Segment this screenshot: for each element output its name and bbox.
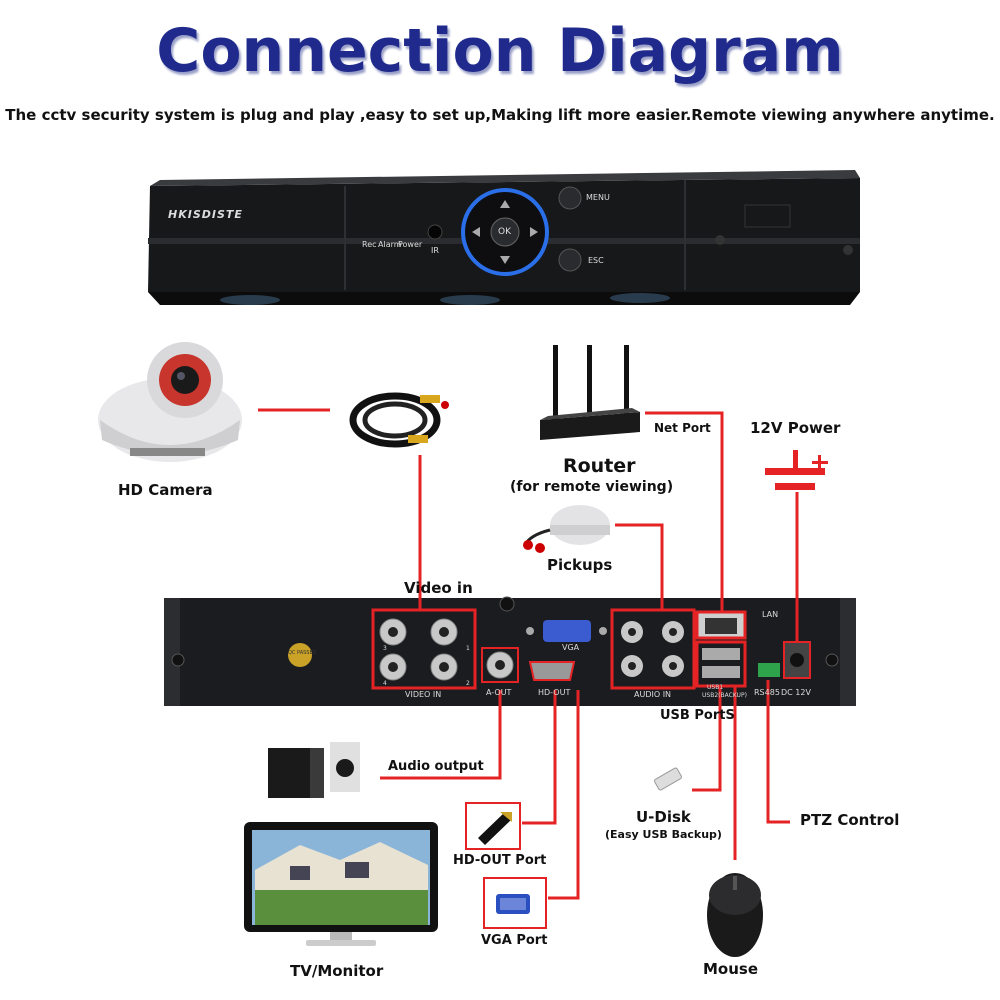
u-disk-label: U-Disk (636, 808, 691, 826)
usb-disk-image (653, 767, 683, 791)
dvr-back-panel (164, 596, 856, 706)
power-symbol (765, 450, 828, 490)
connection-wires (258, 408, 799, 900)
page-subtitle: The cctv security system is plug and pla… (5, 106, 995, 124)
usb2-port-label: USB2(BACKUP) (702, 692, 747, 699)
hd-camera-image (98, 342, 242, 462)
router-image (540, 345, 640, 440)
video-in-port-label: VIDEO IN (405, 690, 442, 699)
page-title: Connection Diagram (156, 16, 844, 86)
a-out-port-label: A-OUT (486, 688, 512, 697)
ir-label: IR (431, 246, 439, 255)
menu-label: MENU (586, 193, 610, 202)
indicator-alarm: Alarm (378, 240, 402, 249)
router-sub-label: (for remote viewing) (510, 479, 674, 495)
audio-in-port-label: AUDIO IN (634, 690, 672, 699)
indicator-power: Power (398, 240, 423, 249)
tv-monitor-image (244, 822, 438, 946)
audio-output-label: Audio output (388, 759, 484, 774)
pickups-image (523, 505, 610, 553)
router-label: Router (563, 455, 636, 477)
hd-out-port-caption: HD-OUT Port (453, 853, 547, 868)
net-port-label: Net Port (654, 421, 711, 435)
video-in-label: Video in (404, 579, 473, 597)
video-port-number: 4 (383, 680, 387, 687)
hd-camera-label: HD Camera (118, 481, 213, 499)
mouse-image (707, 873, 763, 957)
vga-port-label: VGA (562, 643, 580, 652)
pickups-label: Pickups (547, 556, 613, 574)
rs485-port-label: RS485 (754, 688, 780, 697)
dvr-brand-label: HKISDISTE (168, 208, 243, 221)
indicator-rec: Rec (362, 240, 377, 249)
lan-port-label: LAN (762, 610, 779, 619)
cable-coil-image (349, 392, 449, 448)
speakers-image (268, 742, 360, 798)
video-port-number: 2 (466, 680, 470, 687)
dc12v-port-label: DC 12V (781, 688, 811, 697)
vga-cable-image (483, 877, 547, 929)
mouse-label: Mouse (703, 960, 759, 978)
qc-sticker-label: QC PASSED (288, 650, 317, 656)
power-12v-label: 12V Power (750, 419, 841, 437)
vga-port-caption: VGA Port (481, 933, 548, 948)
u-disk-sub-label: (Easy USB Backup) (605, 828, 722, 841)
tv-monitor-label: TV/Monitor (290, 962, 384, 980)
usb1-port-label: USB1 (707, 684, 724, 691)
usb-ports-label: USB PortS (660, 708, 735, 723)
dvr-front-panel (148, 170, 860, 305)
hdmi-cable-image (465, 802, 521, 850)
video-port-number: 3 (383, 645, 387, 652)
ok-label: OK (498, 227, 511, 237)
video-port-number: 1 (466, 645, 470, 652)
hd-out-port-label: HD-OUT (538, 688, 571, 697)
ptz-control-label: PTZ Control (800, 811, 900, 829)
esc-label: ESC (588, 256, 604, 265)
